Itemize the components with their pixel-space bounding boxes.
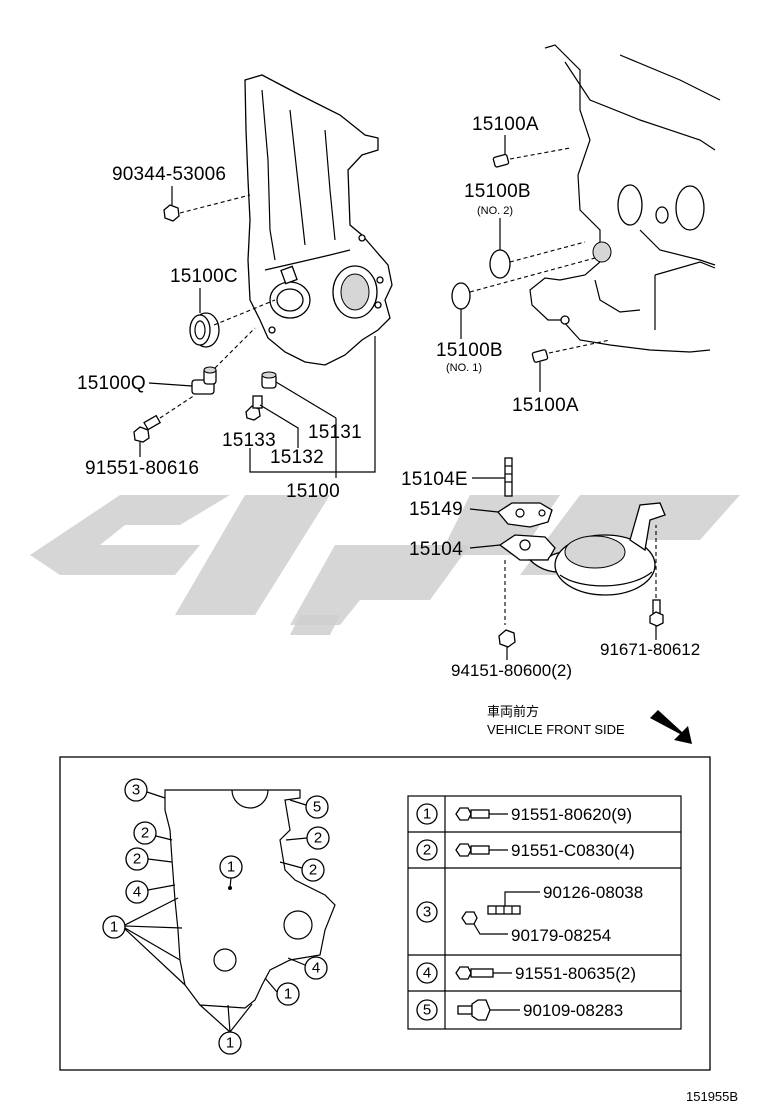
pin-15100A-bottom	[531, 339, 611, 363]
label-90344-53006: 90344-53006	[112, 164, 226, 185]
label-15104: 15104	[409, 539, 463, 560]
label-15100Q: 15100Q	[77, 373, 146, 394]
svg-text:4: 4	[312, 960, 320, 977]
svg-text:1: 1	[226, 1035, 234, 1052]
svg-text:5: 5	[313, 799, 321, 816]
gasket-15149	[497, 502, 553, 528]
svg-text:1: 1	[110, 919, 118, 936]
legend-row-3-part-a: 90126-08038	[543, 883, 643, 902]
bolt-map-callouts: 3 5 2 2 2 2 4 1 1 4 1 1	[102, 778, 330, 1055]
label-15100A-bottom: 15100A	[512, 395, 579, 416]
bolt-legend-table: 1 91551-80620(9) 2 91551-C0830(4) 3	[407, 795, 682, 1030]
nut-90344	[163, 194, 251, 222]
svg-text:2: 2	[309, 862, 317, 879]
legend-row-2-part: 91551-C0830(4)	[511, 841, 635, 860]
label-15104E: 15104E	[401, 469, 468, 490]
label-15100A-top: 15100A	[472, 114, 539, 135]
direction-label-en: VEHICLE FRONT SIDE	[487, 722, 625, 737]
timing-chain-cover	[244, 74, 393, 366]
label-15149: 15149	[409, 499, 463, 520]
label-15100B-bottom-sub: (NO. 1)	[446, 362, 482, 374]
label-91671-80612: 91671-80612	[600, 640, 700, 659]
bolt-91551-80616	[133, 394, 196, 443]
stud-icon	[487, 905, 521, 915]
bolt-icon	[455, 966, 494, 980]
legend-row-3-num: 3	[423, 904, 431, 921]
label-15100B-top: 15100B	[464, 181, 531, 202]
legend-row-4-num: 4	[423, 965, 431, 982]
engine-block	[529, 44, 721, 353]
svg-text:1: 1	[284, 986, 292, 1003]
label-15100: 15100	[286, 481, 340, 502]
legend-row-1-num: 1	[423, 806, 431, 823]
svg-text:2: 2	[314, 830, 322, 847]
o-ring-15100B-no2	[489, 241, 586, 279]
bolt-icon	[455, 807, 490, 821]
label-94151-80600: 94151-80600(2)	[451, 661, 572, 680]
legend-row-4-part: 91551-80635(2)	[515, 964, 636, 983]
bolt-icon	[455, 843, 490, 857]
label-15132: 15132	[270, 447, 324, 468]
label-91551-80616: 91551-80616	[85, 458, 199, 479]
legend-row-5-num: 5	[423, 1002, 431, 1019]
label-15100B-bottom: 15100B	[436, 340, 503, 361]
label-15100C: 15100C	[170, 266, 238, 287]
svg-text:2: 2	[133, 851, 141, 868]
stud-15104E	[504, 457, 513, 497]
label-15131: 15131	[308, 422, 362, 443]
front-arrow-icon	[650, 710, 692, 744]
plug-15133	[245, 395, 263, 421]
svg-text:1: 1	[227, 859, 235, 876]
oil-seal-15100C	[189, 299, 276, 348]
svg-text:4: 4	[133, 884, 141, 901]
label-15100B-top-sub: (NO. 2)	[477, 205, 513, 217]
pin-15100A-top	[492, 147, 571, 168]
bolt-map-panel	[59, 756, 711, 1071]
svg-text:3: 3	[132, 782, 140, 799]
label-15133: 15133	[222, 430, 276, 451]
valve-15100Q	[191, 327, 256, 395]
oil-strainer-15104	[498, 502, 666, 625]
drawing-code: 151955B	[686, 1089, 738, 1104]
legend-row-3-part-b: 90179-08254	[511, 926, 611, 945]
svg-text:2: 2	[141, 825, 149, 842]
bolt-91671-80612	[649, 525, 664, 627]
o-ring-15100B-no1	[451, 257, 596, 310]
legend-row-5-part: 90109-08283	[523, 1001, 623, 1020]
legend-row-2-num: 2	[423, 842, 431, 859]
nut-icon	[461, 911, 478, 925]
direction-label-jp: 車両前方	[487, 704, 539, 720]
legend-row-1-part: 91551-80620(9)	[511, 805, 632, 824]
nut-94151-80600	[498, 629, 516, 648]
plug-15131	[261, 371, 277, 389]
flange-bolt-icon	[457, 999, 491, 1021]
